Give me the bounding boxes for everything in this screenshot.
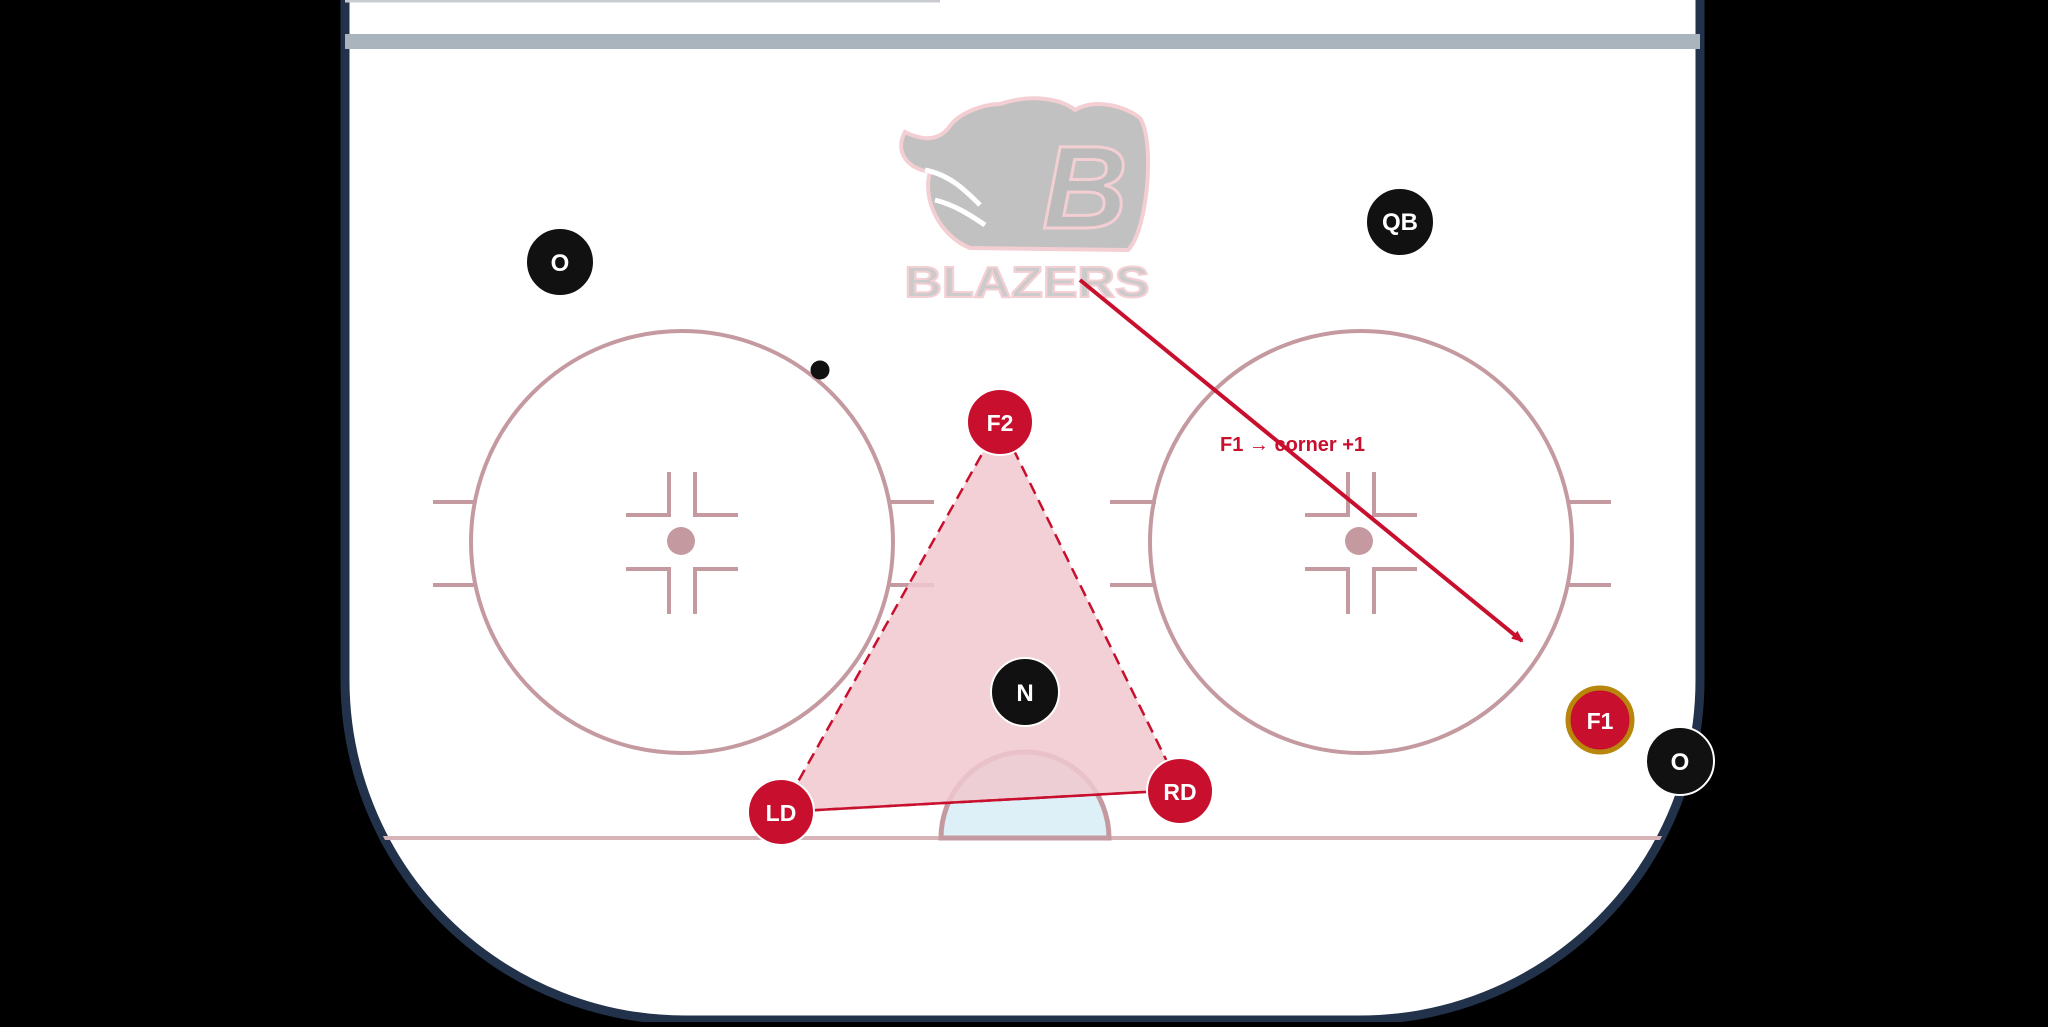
blue-line <box>345 34 1700 49</box>
player-f1-label: F1 <box>1587 708 1614 734</box>
opponent-corner-label: O <box>1671 749 1690 776</box>
player-ld[interactable]: LD <box>747 778 815 846</box>
player-f2-label: F2 <box>987 410 1014 436</box>
opponent-left-point-label: O <box>551 250 570 277</box>
faceoff-dot-left <box>667 527 695 555</box>
team-logo: B BLAZERS <box>899 96 1151 308</box>
faceoff-circle-right <box>1110 329 1611 755</box>
logo-wordmark: BLAZERS <box>905 258 1150 307</box>
faceoff-dot-right <box>1345 527 1373 555</box>
opponent-qb-label: QB <box>1382 209 1418 236</box>
defense-pair-line <box>780 788 1182 814</box>
opponent-corner[interactable]: O <box>1645 726 1715 796</box>
puck <box>810 360 830 380</box>
player-ld-label: LD <box>766 800 797 826</box>
opponent-net-front-label: N <box>1016 680 1033 707</box>
player-f1[interactable]: F1 <box>1565 685 1635 755</box>
opponent-net-front[interactable]: N <box>990 657 1060 727</box>
opponent-qb[interactable]: QB <box>1365 187 1435 257</box>
opponent-left-point[interactable]: O <box>525 227 595 297</box>
logo-letter: B <box>1042 122 1127 254</box>
arrow-label: F1 → corner +1 <box>1220 434 1365 456</box>
player-rd-label: RD <box>1163 779 1196 805</box>
player-rd[interactable]: RD <box>1146 757 1214 825</box>
player-f2[interactable]: F2 <box>966 388 1034 456</box>
f1-move-arrow <box>1078 278 1524 643</box>
